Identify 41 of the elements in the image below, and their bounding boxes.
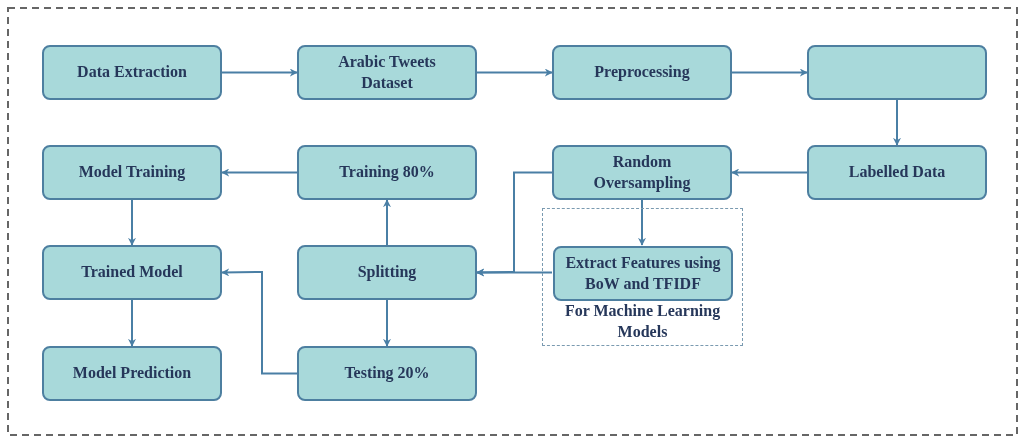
arrow [128,299,136,347]
box-label: Trained Model [80,262,184,283]
box-label: Model Training [77,162,187,183]
process-box [552,145,732,200]
process-box [553,246,733,301]
arrow [731,168,808,177]
box-label: Preprocessing [593,62,691,83]
arrow [383,199,391,246]
process-box [807,145,987,200]
process-box [297,45,477,100]
box-label: Random Oversampling [592,151,692,194]
box-label: Model Prediction [71,363,193,384]
box-label: Extract Features using BoW and TFIDF [564,252,722,294]
dashed-group [542,208,743,346]
process-box [42,245,222,300]
arrow [221,168,298,177]
process-box [42,145,222,200]
arrow [476,171,553,277]
arrow [476,68,553,77]
box-label: Labelled Data [847,162,947,183]
arrow [731,68,808,77]
arrow [221,268,298,375]
box-label: Arabic Tweets Dataset [337,51,437,93]
process-box [552,45,732,100]
process-box [297,145,477,200]
process-box [807,45,987,100]
box-label: Splitting [356,262,418,283]
arrow [893,99,901,146]
arrow [383,299,391,347]
process-box [42,45,222,100]
box-label: Data Extraction [76,62,188,83]
process-box [42,346,222,401]
arrow [476,268,553,277]
process-box [297,346,477,401]
box-label: Testing 20% [343,363,431,384]
group-label: For Machine Learning Models [563,301,722,343]
arrow [221,68,298,77]
process-box [297,245,477,300]
box-label: Training 80% [338,162,436,183]
arrow [128,199,136,246]
arrow [638,199,646,246]
